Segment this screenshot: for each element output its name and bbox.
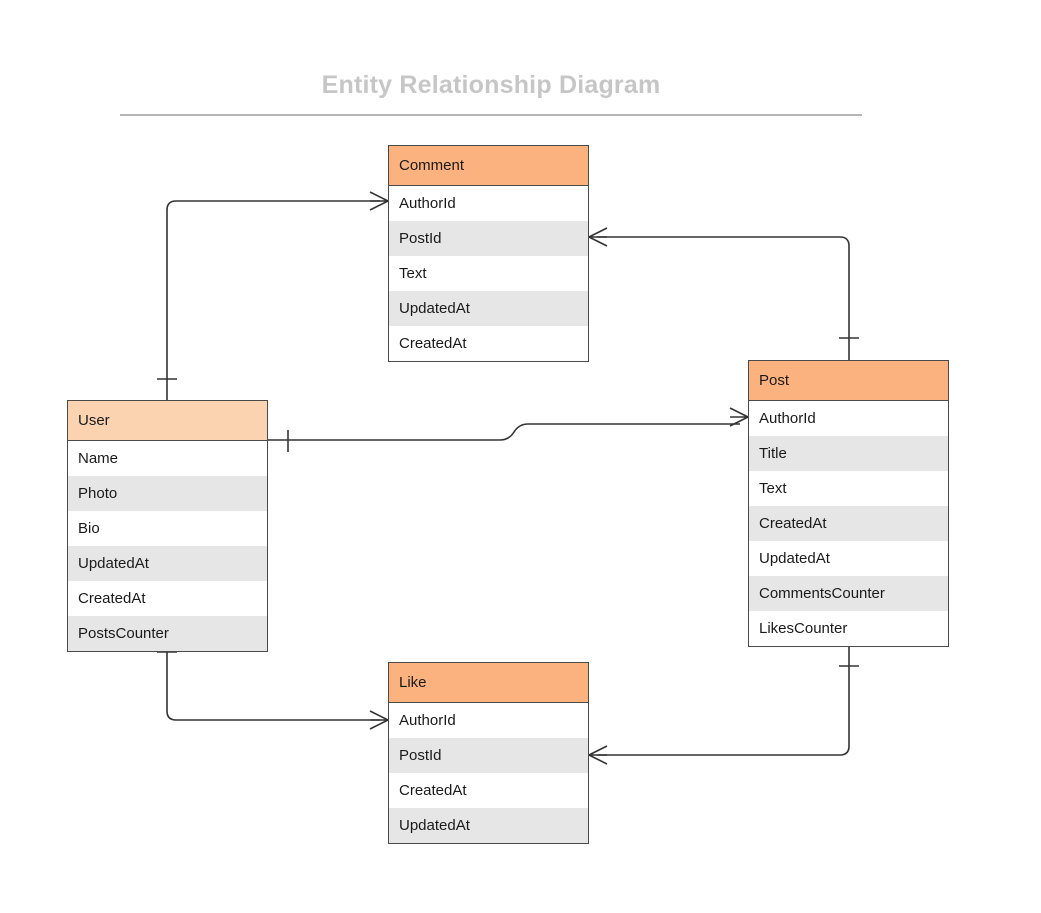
entity-post[interactable]: Post AuthorId Title Text CreatedAt Updat… [748,360,949,647]
entity-like-attribute-updatedat[interactable]: UpdatedAt [389,808,588,843]
entity-user[interactable]: User Name Photo Bio UpdatedAt CreatedAt … [67,400,268,652]
edge-line-like-post [597,645,850,756]
entity-user-attribute-photo[interactable]: Photo [68,476,267,511]
entity-comment-attribute-updatedat[interactable]: UpdatedAt [389,291,588,326]
entity-comment-attribute-authorid[interactable]: AuthorId [389,186,588,221]
relationship-user-comment [157,191,389,400]
crowsfoot-many-comment-postid [588,227,608,247]
relationship-user-post [268,407,749,452]
relationship-comment-post [588,227,859,360]
entity-user-attribute-updatedat[interactable]: UpdatedAt [68,546,267,581]
entity-comment[interactable]: Comment AuthorId PostId Text UpdatedAt C… [388,145,589,362]
entity-like[interactable]: Like AuthorId PostId CreatedAt UpdatedAt [388,662,589,844]
entity-post-attribute-authorid[interactable]: AuthorId [749,401,948,436]
title-divider [120,114,862,116]
entity-user-attribute-bio[interactable]: Bio [68,511,267,546]
edge-line-user-post [268,423,740,441]
entity-post-attribute-text[interactable]: Text [749,471,948,506]
entity-comment-header: Comment [389,146,588,186]
crowsfoot-many-post-authorid [729,407,749,427]
crowsfoot-many-like-authorid [369,710,389,730]
entity-user-header: User [68,401,267,441]
entity-post-attribute-updatedat[interactable]: UpdatedAt [749,541,948,576]
entity-comment-attribute-postid[interactable]: PostId [389,221,588,256]
edge-line-comment-post [597,236,850,360]
entity-comment-attribute-createdat[interactable]: CreatedAt [389,326,588,361]
relationship-user-like [157,631,389,730]
title-block: Entity Relationship Diagram [120,70,862,100]
edge-line-user-like [166,631,380,721]
entity-post-attribute-likescounter[interactable]: LikesCounter [749,611,948,646]
crowsfoot-many-like-postid [588,745,608,765]
entity-like-attribute-createdat[interactable]: CreatedAt [389,773,588,808]
entity-like-header: Like [389,663,588,703]
entity-like-attribute-authorid[interactable]: AuthorId [389,703,588,738]
entity-post-header: Post [749,361,948,401]
relationship-like-post [588,645,859,765]
entity-post-attribute-title[interactable]: Title [749,436,948,471]
entity-post-attribute-createdat[interactable]: CreatedAt [749,506,948,541]
entity-comment-attribute-text[interactable]: Text [389,256,588,291]
entity-user-attribute-name[interactable]: Name [68,441,267,476]
page-title: Entity Relationship Diagram [321,71,661,99]
entity-user-attribute-postscounter[interactable]: PostsCounter [68,616,267,651]
entity-like-attribute-postid[interactable]: PostId [389,738,588,773]
entity-post-attribute-commentscounter[interactable]: CommentsCounter [749,576,948,611]
edge-line-user-comment [166,200,380,400]
crowsfoot-many-comment-authorid [369,191,389,211]
entity-user-attribute-createdat[interactable]: CreatedAt [68,581,267,616]
